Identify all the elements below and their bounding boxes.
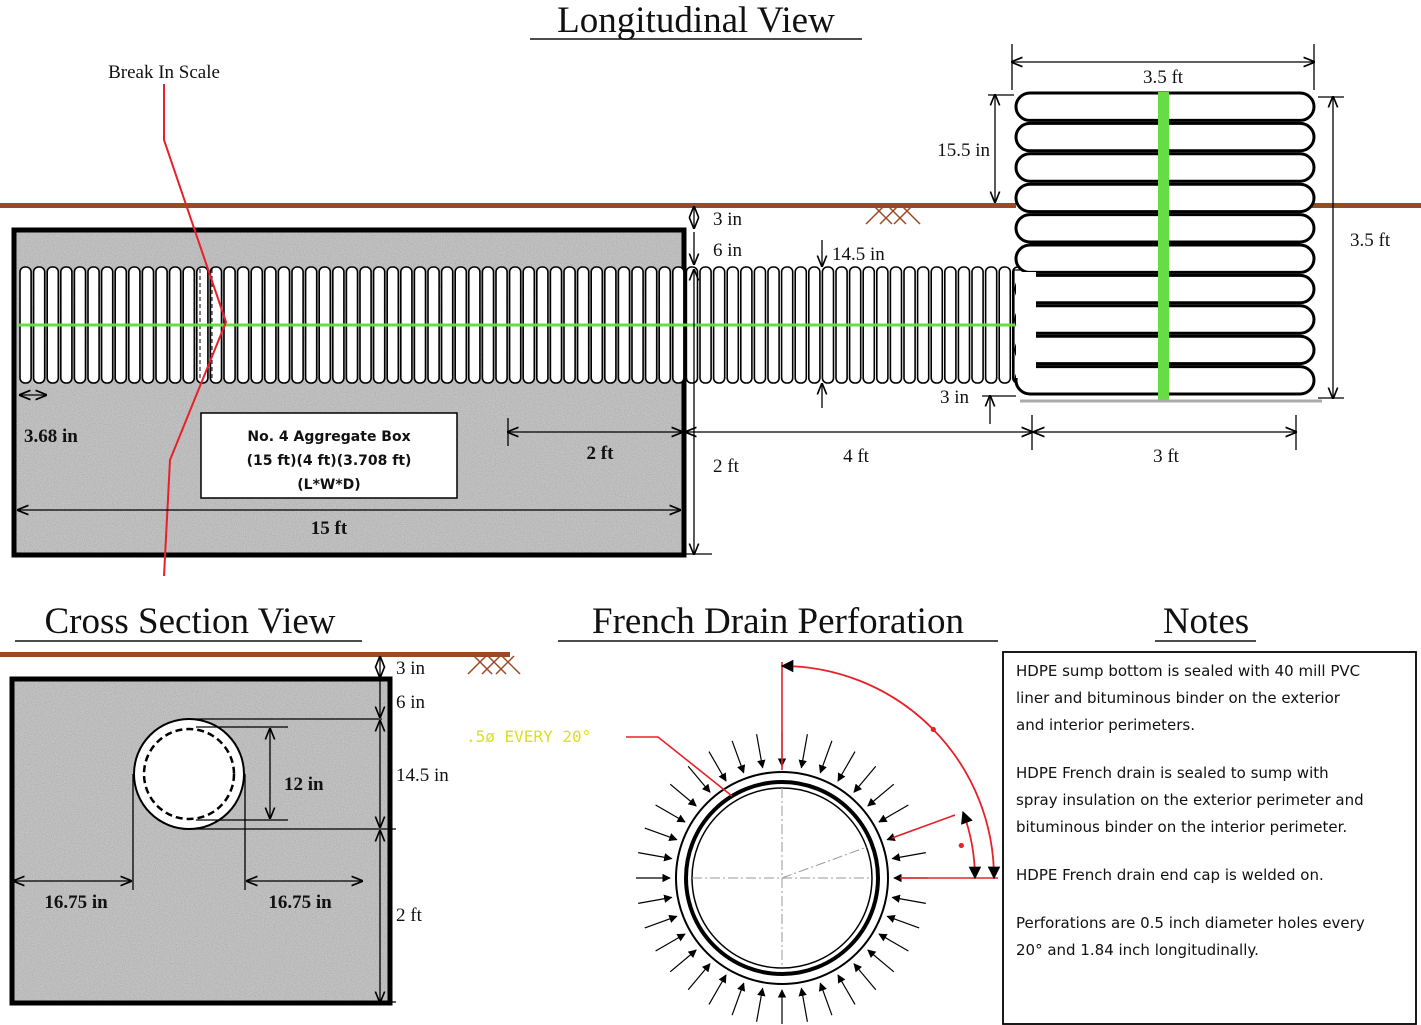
note-line: 20° and 1.84 inch longitudinally. xyxy=(1016,941,1259,959)
perforation-arrow xyxy=(687,963,711,991)
perforation-arrow xyxy=(708,751,727,782)
dim-pipe-gap: 3.68 in xyxy=(24,426,78,447)
perforation-arrow xyxy=(687,765,711,793)
dim-exposed: 4 ft xyxy=(843,446,870,467)
break-in-scale-line xyxy=(163,84,228,577)
perforation-arrow xyxy=(655,933,686,952)
cross-pipe-inner xyxy=(142,727,236,821)
aggregate-box-label-2: (15 ft)(4 ft)(3.708 ft) xyxy=(247,453,412,469)
break-in-scale-label: Break In Scale xyxy=(108,62,220,83)
perf-arc-mark-2: • xyxy=(956,836,967,857)
perforation-arrow xyxy=(798,987,808,1022)
sump-pipe-opening xyxy=(1016,272,1036,378)
cross-section-title: Cross Section View xyxy=(44,601,335,642)
perforation-arrow xyxy=(638,852,673,862)
dim-sump-base: 3 ft xyxy=(1153,446,1180,467)
perforation-arrow xyxy=(644,827,678,842)
perforation-arrow xyxy=(731,740,746,774)
perforation-arrow xyxy=(837,974,856,1005)
cross-section-view: 12 in 16.75 in 16.75 in 3 in 6 in 14.5 i… xyxy=(0,652,521,1006)
perforation-arrow xyxy=(708,974,727,1005)
dim-pipe-top: 6 in xyxy=(713,240,743,261)
note-line: HDPE French drain is sealed to sump with xyxy=(1016,764,1329,782)
dim-box-section: 2 ft xyxy=(587,443,615,464)
cross-dim-left: 16.75 in xyxy=(44,892,108,913)
longitudinal-view-title: Longitudinal View xyxy=(557,0,835,41)
aggregate-box-label-panel xyxy=(200,412,458,499)
perforation-arrow xyxy=(853,765,877,793)
aggregate-box-label-1: No. 4 Aggregate Box xyxy=(247,429,410,445)
perforation-arrow xyxy=(798,734,808,769)
perforation-arrow xyxy=(853,963,877,991)
perforation-arrow xyxy=(756,987,766,1022)
sump-center-line xyxy=(1158,92,1169,400)
perforation-title: French Drain Perforation xyxy=(592,601,964,642)
cross-dim-dia: 14.5 in xyxy=(396,765,449,786)
note-line: liner and bituminous binder on the exter… xyxy=(1016,689,1341,707)
notes-text: HDPE sump bottom is sealed with 40 mill … xyxy=(1016,662,1365,959)
perforation-arrow xyxy=(867,783,895,807)
note-line: bituminous binder on the interior perime… xyxy=(1016,818,1347,836)
perforation-arrow xyxy=(644,914,678,929)
aggregate-box-border xyxy=(11,227,687,558)
note-line: HDPE sump bottom is sealed with 40 mill … xyxy=(1016,662,1360,680)
cross-aggregate-border xyxy=(9,676,393,1006)
notes-box xyxy=(1002,651,1417,1025)
perforation-arrow xyxy=(878,804,909,823)
notes-title: Notes xyxy=(1163,601,1249,642)
ground-hatch-icon xyxy=(865,205,921,225)
note-line: HDPE French drain end cap is welded on. xyxy=(1016,866,1324,884)
longitudinal-view: Break In Scale 3.5 ft 15.5 in 3.5 ft 3 i… xyxy=(0,44,1421,577)
cross-dim-cover: 3 in xyxy=(396,658,426,679)
perforation-arrow xyxy=(891,894,926,904)
perforation-arrow xyxy=(886,914,920,929)
perforation-arrow xyxy=(756,734,766,769)
perforation-arrow xyxy=(669,783,697,807)
cross-dim-top: 6 in xyxy=(396,692,426,713)
dim-sump-height: 3.5 ft xyxy=(1350,230,1391,251)
perforation-arrow xyxy=(867,949,895,973)
perf-angle-ref-20 xyxy=(891,814,956,839)
cross-ground-line xyxy=(0,652,510,657)
perf-label-leader xyxy=(626,736,733,797)
perforation-arrow xyxy=(837,751,856,782)
perforation-view: • • .5ø EVERY 20° xyxy=(466,659,1001,1024)
notes-panel: HDPE sump bottom is sealed with 40 mill … xyxy=(1002,651,1417,1025)
dim-sump-width: 3.5 ft xyxy=(1143,67,1184,88)
dim-pipe-dia: 14.5 in xyxy=(832,244,885,265)
perf-spacing-label: .5ø EVERY 20° xyxy=(466,727,591,746)
perforation-arrow xyxy=(818,740,833,774)
dim-sump-bottom: 3 in xyxy=(940,387,970,408)
perf-arc-20 xyxy=(961,810,982,880)
note-line: spray insulation on the exterior perimet… xyxy=(1016,791,1364,809)
perforation-arrow xyxy=(669,949,697,973)
cross-dim-right: 16.75 in xyxy=(268,892,332,913)
perforation-arrow xyxy=(655,804,686,823)
dim-above-ground: 15.5 in xyxy=(937,140,990,161)
perforation-arrow xyxy=(818,982,833,1016)
dim-cover: 3 in xyxy=(713,209,743,230)
cross-dim-bottom: 2 ft xyxy=(396,905,423,926)
ground-line-right xyxy=(1312,203,1421,208)
perforation-arrow xyxy=(638,894,673,904)
perf-arc-90 xyxy=(780,659,1001,880)
note-line: and interior perimeters. xyxy=(1016,716,1195,734)
perf-arc-mark-1: • xyxy=(928,720,939,741)
perforation-arrow xyxy=(891,852,926,862)
note-line: Perforations are 0.5 inch diameter holes… xyxy=(1016,914,1365,932)
dim-below: 2 ft xyxy=(713,456,740,477)
dim-box-length: 15 ft xyxy=(311,518,348,539)
perforation-arrow xyxy=(731,982,746,1016)
ground-line xyxy=(0,203,1016,208)
aggregate-box-label-3: (L*W*D) xyxy=(297,477,360,493)
perforation-arrow xyxy=(878,933,909,952)
ground-hatch-icon xyxy=(467,655,521,675)
cross-dim-inner: 12 in xyxy=(284,774,324,795)
